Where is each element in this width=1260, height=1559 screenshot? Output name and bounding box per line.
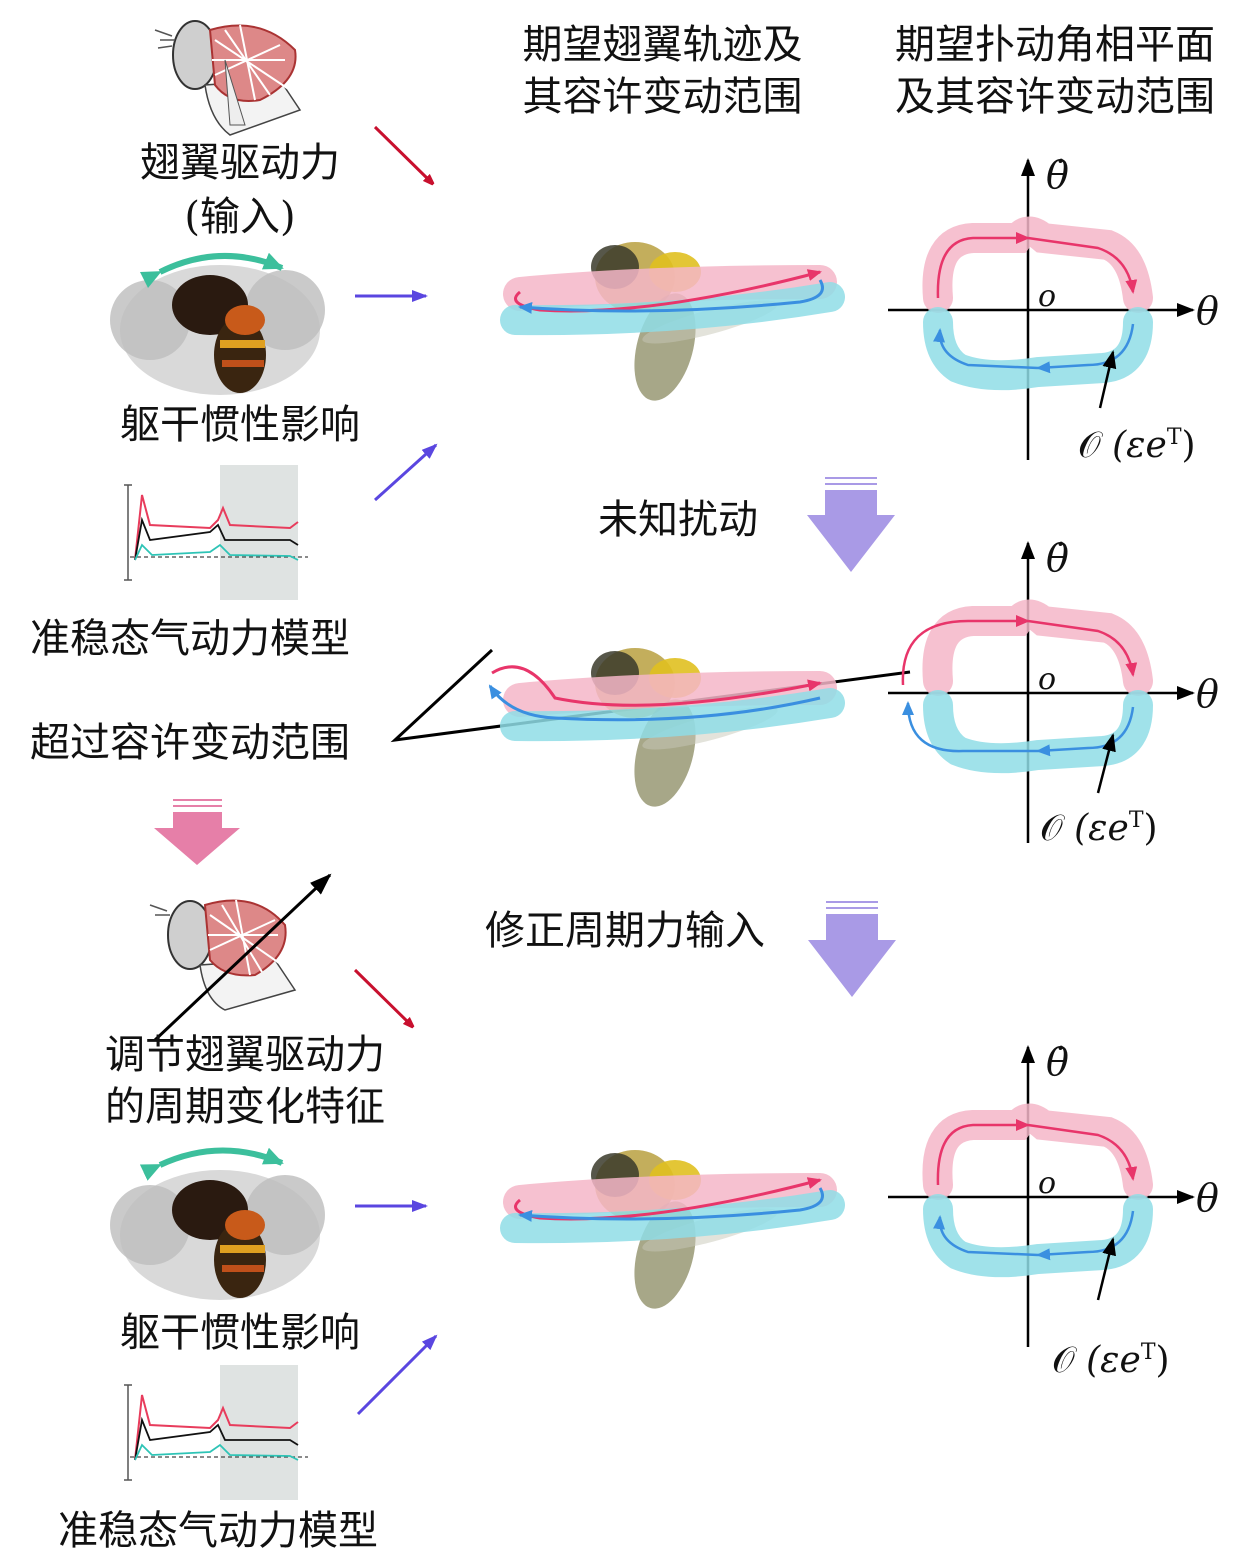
quasi-steady-chart-top xyxy=(124,465,308,600)
wing-trajectory-disturbed xyxy=(488,648,845,807)
label-quasi-steady-model: 准稳态气动力模型 xyxy=(30,616,350,662)
blue-phase-curve xyxy=(1036,706,1135,757)
phase-plane-desired xyxy=(888,158,1195,460)
fly-wing-icon-top xyxy=(154,20,302,136)
blue-phase-curve-left xyxy=(933,1215,1039,1257)
y-axis-label: θ̇ xyxy=(1046,1040,1069,1084)
pink-phase-curve xyxy=(901,615,1030,686)
fly-wing-icon-bottom xyxy=(149,899,297,1011)
label-quasi-steady-model-2: 准稳态气动力模型 xyxy=(58,1508,378,1554)
bound-pointer xyxy=(1096,1237,1116,1301)
pink-phase-curve xyxy=(936,1119,1030,1186)
blue-wing-path xyxy=(518,1187,824,1222)
bound-superscript: T xyxy=(1140,1340,1156,1365)
step-correct-input: 修正周期力输入 xyxy=(485,908,765,954)
bound-pointer xyxy=(1098,350,1117,409)
bee-icon-bottom xyxy=(110,1170,325,1300)
big-arrow-disturbance xyxy=(807,477,895,572)
quasi-steady-chart-bottom xyxy=(124,1365,308,1500)
bound-close-paren: ) xyxy=(1143,808,1158,849)
blue-phase-curve-left xyxy=(902,701,1038,753)
blue-phase-curve xyxy=(1036,1210,1135,1261)
cyan-tolerance-band xyxy=(500,688,845,742)
pink-phase-curve-right xyxy=(1027,619,1138,677)
bound-close-paren: ) xyxy=(1181,425,1196,466)
bound-expression: (εe xyxy=(1074,1340,1141,1381)
phase-plane-disturbed xyxy=(888,541,1195,843)
bound-pointer xyxy=(1096,733,1116,794)
pink-phase-curve xyxy=(936,232,1030,299)
wing-trajectory-desired xyxy=(500,242,845,401)
y-axis-label: θ̇ xyxy=(1046,153,1069,197)
blue-phase-curve xyxy=(1036,323,1135,374)
bee-icon-top xyxy=(110,265,325,395)
cyan-phase-band xyxy=(923,307,1153,391)
bound-superscript: T xyxy=(1166,425,1182,450)
phase-plane-corrected xyxy=(888,1045,1195,1347)
label-input-tag: (输入) xyxy=(184,194,296,240)
header-trajectory-line-2: 其容许变动范围 xyxy=(522,74,803,120)
pink-phase-curve-right xyxy=(1027,236,1138,294)
teal-swing-arrow-bottom xyxy=(139,1147,284,1181)
origin-label: o xyxy=(1038,662,1057,697)
origin-label: o xyxy=(1038,279,1057,314)
step-unknown-disturbance: 未知扰动 xyxy=(598,497,758,543)
x-axis-label: θ xyxy=(1196,672,1219,716)
adjust-pointer-arrow xyxy=(153,873,332,1042)
bound-expression: (εe xyxy=(1062,808,1129,849)
blue-wing-path xyxy=(518,279,824,314)
blue-phase-curve-left xyxy=(933,328,1039,370)
label-torso-inertia-2: 躯干惯性影响 xyxy=(120,1310,360,1356)
teal-swing-arrow-top xyxy=(139,252,284,289)
header-phase-line-1: 期望扑动角相平面 xyxy=(895,22,1215,68)
y-axis-label: θ̇ xyxy=(1046,536,1069,580)
red-input-arrow-top xyxy=(373,125,432,183)
bound-expression: (εe xyxy=(1100,425,1167,466)
pink-phase-curve-right xyxy=(1027,1123,1138,1181)
label-exceed-range: 超过容许变动范围 xyxy=(30,720,350,766)
bound-O-symbol: 𝒪 xyxy=(1078,425,1101,466)
x-axis-label: θ xyxy=(1196,1176,1219,1220)
header-trajectory-line-1: 期望翅翼轨迹及 xyxy=(522,22,803,68)
bound-O-symbol: 𝒪 xyxy=(1040,808,1063,849)
pink-wing-path xyxy=(491,665,822,707)
bound-O-symbol: 𝒪 xyxy=(1052,1340,1075,1381)
label-adjust-line-1: 调节翅翼驱动力 xyxy=(105,1032,385,1078)
blue-input-arrow-bottom-2 xyxy=(356,1334,438,1416)
big-arrow-pink xyxy=(154,799,240,865)
blue-input-arrow-top-2 xyxy=(373,443,438,502)
bound-close-paren: ) xyxy=(1155,1340,1170,1381)
x-axis-label: θ xyxy=(1196,289,1219,333)
bound-superscript: T xyxy=(1128,808,1144,833)
label-wing-drive-force: 翅翼驱动力 xyxy=(140,140,340,186)
pink-phase-band xyxy=(922,599,1153,696)
red-input-arrow-bottom xyxy=(353,968,412,1026)
header-phase-line-2: 及其容许变动范围 xyxy=(895,74,1215,120)
bound-label: 𝒪 (εeT) xyxy=(1040,796,1158,854)
bound-label: 𝒪 (εeT) xyxy=(1078,413,1196,471)
big-arrow-correction xyxy=(808,901,896,997)
label-adjust-line-2: 的周期变化特征 xyxy=(105,1084,385,1130)
bound-label: 𝒪 (εeT) xyxy=(1052,1328,1170,1386)
label-torso-inertia: 躯干惯性影响 xyxy=(120,402,360,448)
cyan-phase-band xyxy=(923,690,1153,774)
cyan-phase-band xyxy=(923,1194,1153,1278)
wing-trajectory-corrected xyxy=(500,1150,845,1309)
blue-wing-path xyxy=(488,684,821,722)
origin-label: o xyxy=(1038,1166,1057,1201)
